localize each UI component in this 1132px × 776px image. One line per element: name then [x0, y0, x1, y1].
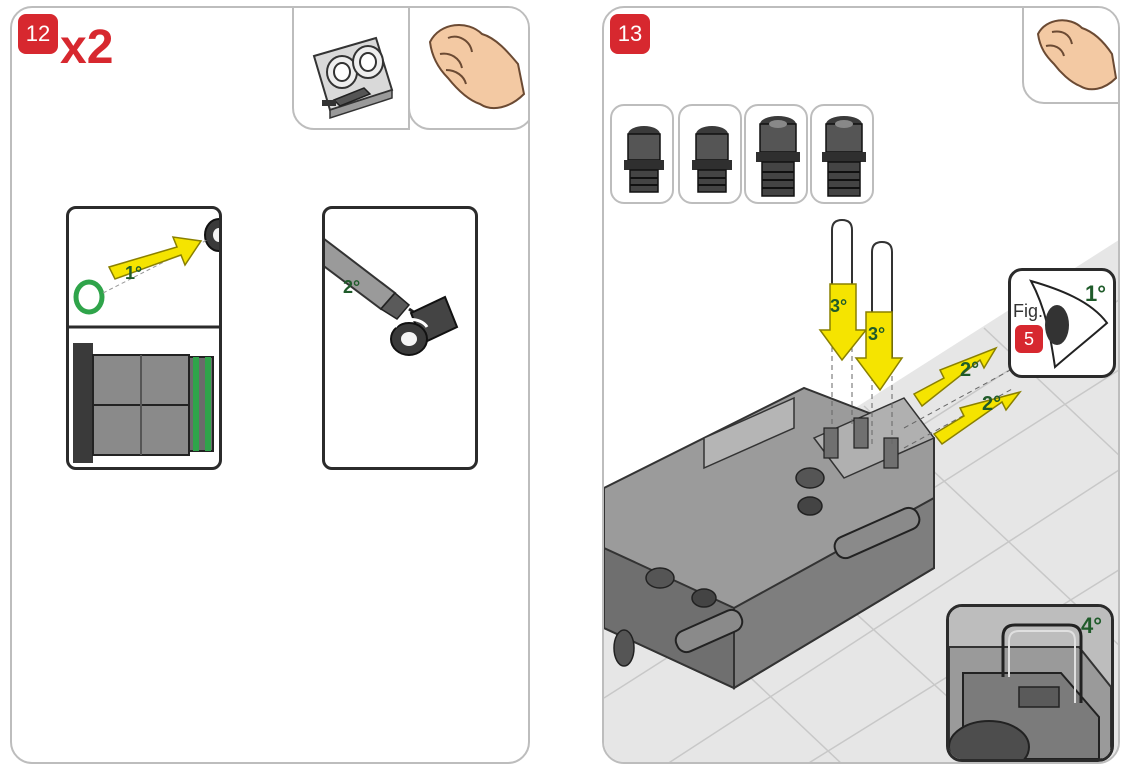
u-clip-icon: [1001, 623, 1083, 703]
arrow-down-clip-2: [854, 311, 904, 392]
step-label-clip-2: 3°: [868, 324, 885, 344]
sealant-plate-icon: [312, 36, 394, 120]
quantity-multiplier: x2: [60, 21, 114, 74]
tool-box-sealant: [292, 8, 410, 130]
arrow-down-clip-1: [818, 283, 868, 362]
tool-box-hand: [408, 8, 528, 130]
step-number-badge: 13: [610, 14, 650, 54]
fitting-long-icon: [756, 116, 800, 197]
sealant-tube-icon: [325, 238, 422, 320]
fitting-icon: [204, 218, 219, 252]
eye-detail: 1° Fig. 5: [1008, 268, 1116, 378]
step-number-badge: 12: [18, 14, 58, 54]
fitting-box-1: [610, 104, 674, 204]
hand-icon: [1036, 19, 1118, 91]
u-clip-1: [831, 218, 853, 338]
step-label-sealant: 2°: [343, 277, 360, 297]
fitting-section-icon: [73, 343, 214, 463]
step-label-fitting-2: 2°: [982, 393, 1001, 415]
clip-close-up-detail: 4°: [946, 604, 1114, 762]
figure-reference-badge: 5: [1015, 325, 1043, 353]
tool-box-hand: [1022, 8, 1118, 104]
step-label-clip-1: 3°: [830, 296, 847, 316]
figure-reference-label: Fig.: [1013, 301, 1044, 321]
arrow-insert-fitting-2: [932, 390, 1022, 446]
fitting-short-icon: [692, 126, 732, 193]
step-13-panel: 13: [602, 6, 1120, 764]
step-label-eye: 1°: [1085, 281, 1106, 306]
detail-sealant: 2°: [322, 206, 478, 470]
step-label-fitting-1: 2°: [960, 359, 979, 381]
fitting-box-4: [810, 104, 874, 204]
hand-icon: [428, 23, 526, 110]
fitting-long-icon: [822, 116, 866, 197]
step-label-inset: 4°: [1081, 613, 1102, 638]
step-label-oring: 1°: [125, 263, 142, 283]
manifold-assembly-illustration: 3° 3° 2° 2°: [604, 218, 1118, 762]
fitting-icon: [390, 295, 459, 356]
detail-oring: 1°: [66, 206, 222, 470]
step-12-panel: 12 x2: [10, 6, 530, 764]
manifold-body: [604, 386, 936, 690]
u-clip-2: [871, 240, 893, 358]
oring-icon: [73, 279, 105, 315]
fitting-short-icon: [624, 126, 664, 193]
fitting-box-2: [678, 104, 742, 204]
arrow-insert-fitting-1: [912, 346, 998, 408]
fitting-box-3: [744, 104, 808, 204]
